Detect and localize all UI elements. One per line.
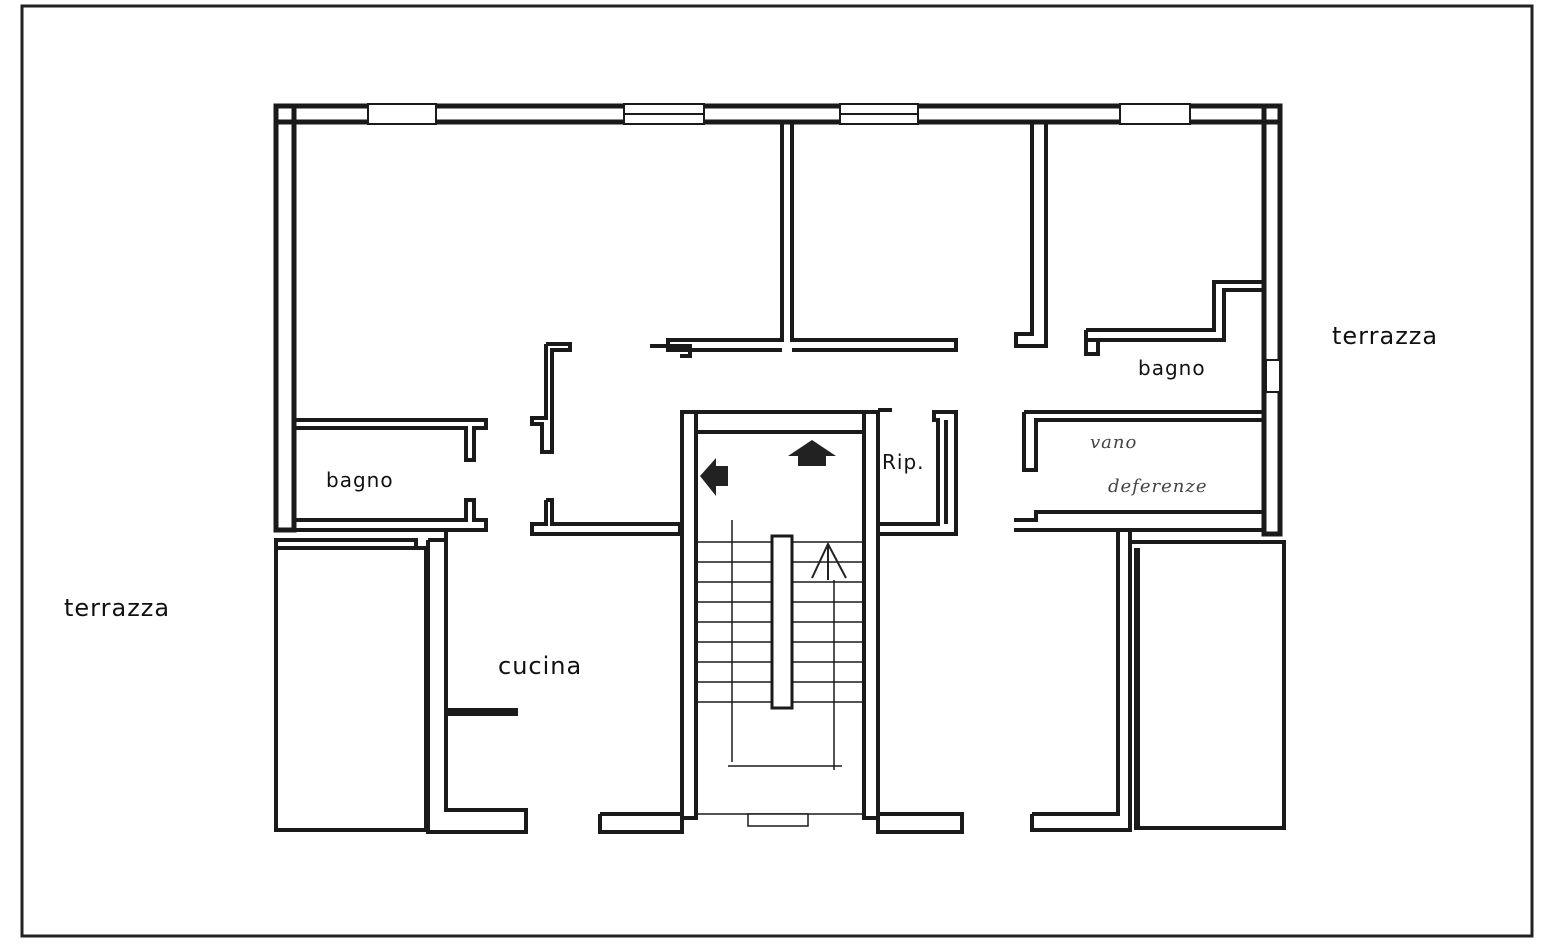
handwritten-note-1: vano [1090, 432, 1138, 453]
stair-direction-icon [811, 541, 847, 580]
arrow-up-icon [788, 440, 836, 466]
arrow-left-icon [700, 458, 728, 496]
left-wall-upper [273, 103, 297, 533]
side-window [1265, 359, 1281, 393]
terrace-right-label: terrazza [1332, 322, 1439, 350]
bath-left-label: bagno [326, 468, 394, 492]
staircase [696, 520, 864, 827]
kitchen-label: cucina [498, 652, 583, 680]
interior-walls [274, 122, 1286, 834]
bath-right-label: bagno [1138, 356, 1206, 380]
handwritten-note-2: deferenze [1108, 476, 1208, 497]
exterior-walls [273, 103, 1283, 537]
terrace-left-label: terrazza [64, 594, 171, 622]
sheet-frame [20, 4, 1534, 938]
storage-label: Rip. [882, 450, 925, 474]
right-wall-upper [1261, 103, 1283, 537]
top-windows [367, 103, 1191, 125]
